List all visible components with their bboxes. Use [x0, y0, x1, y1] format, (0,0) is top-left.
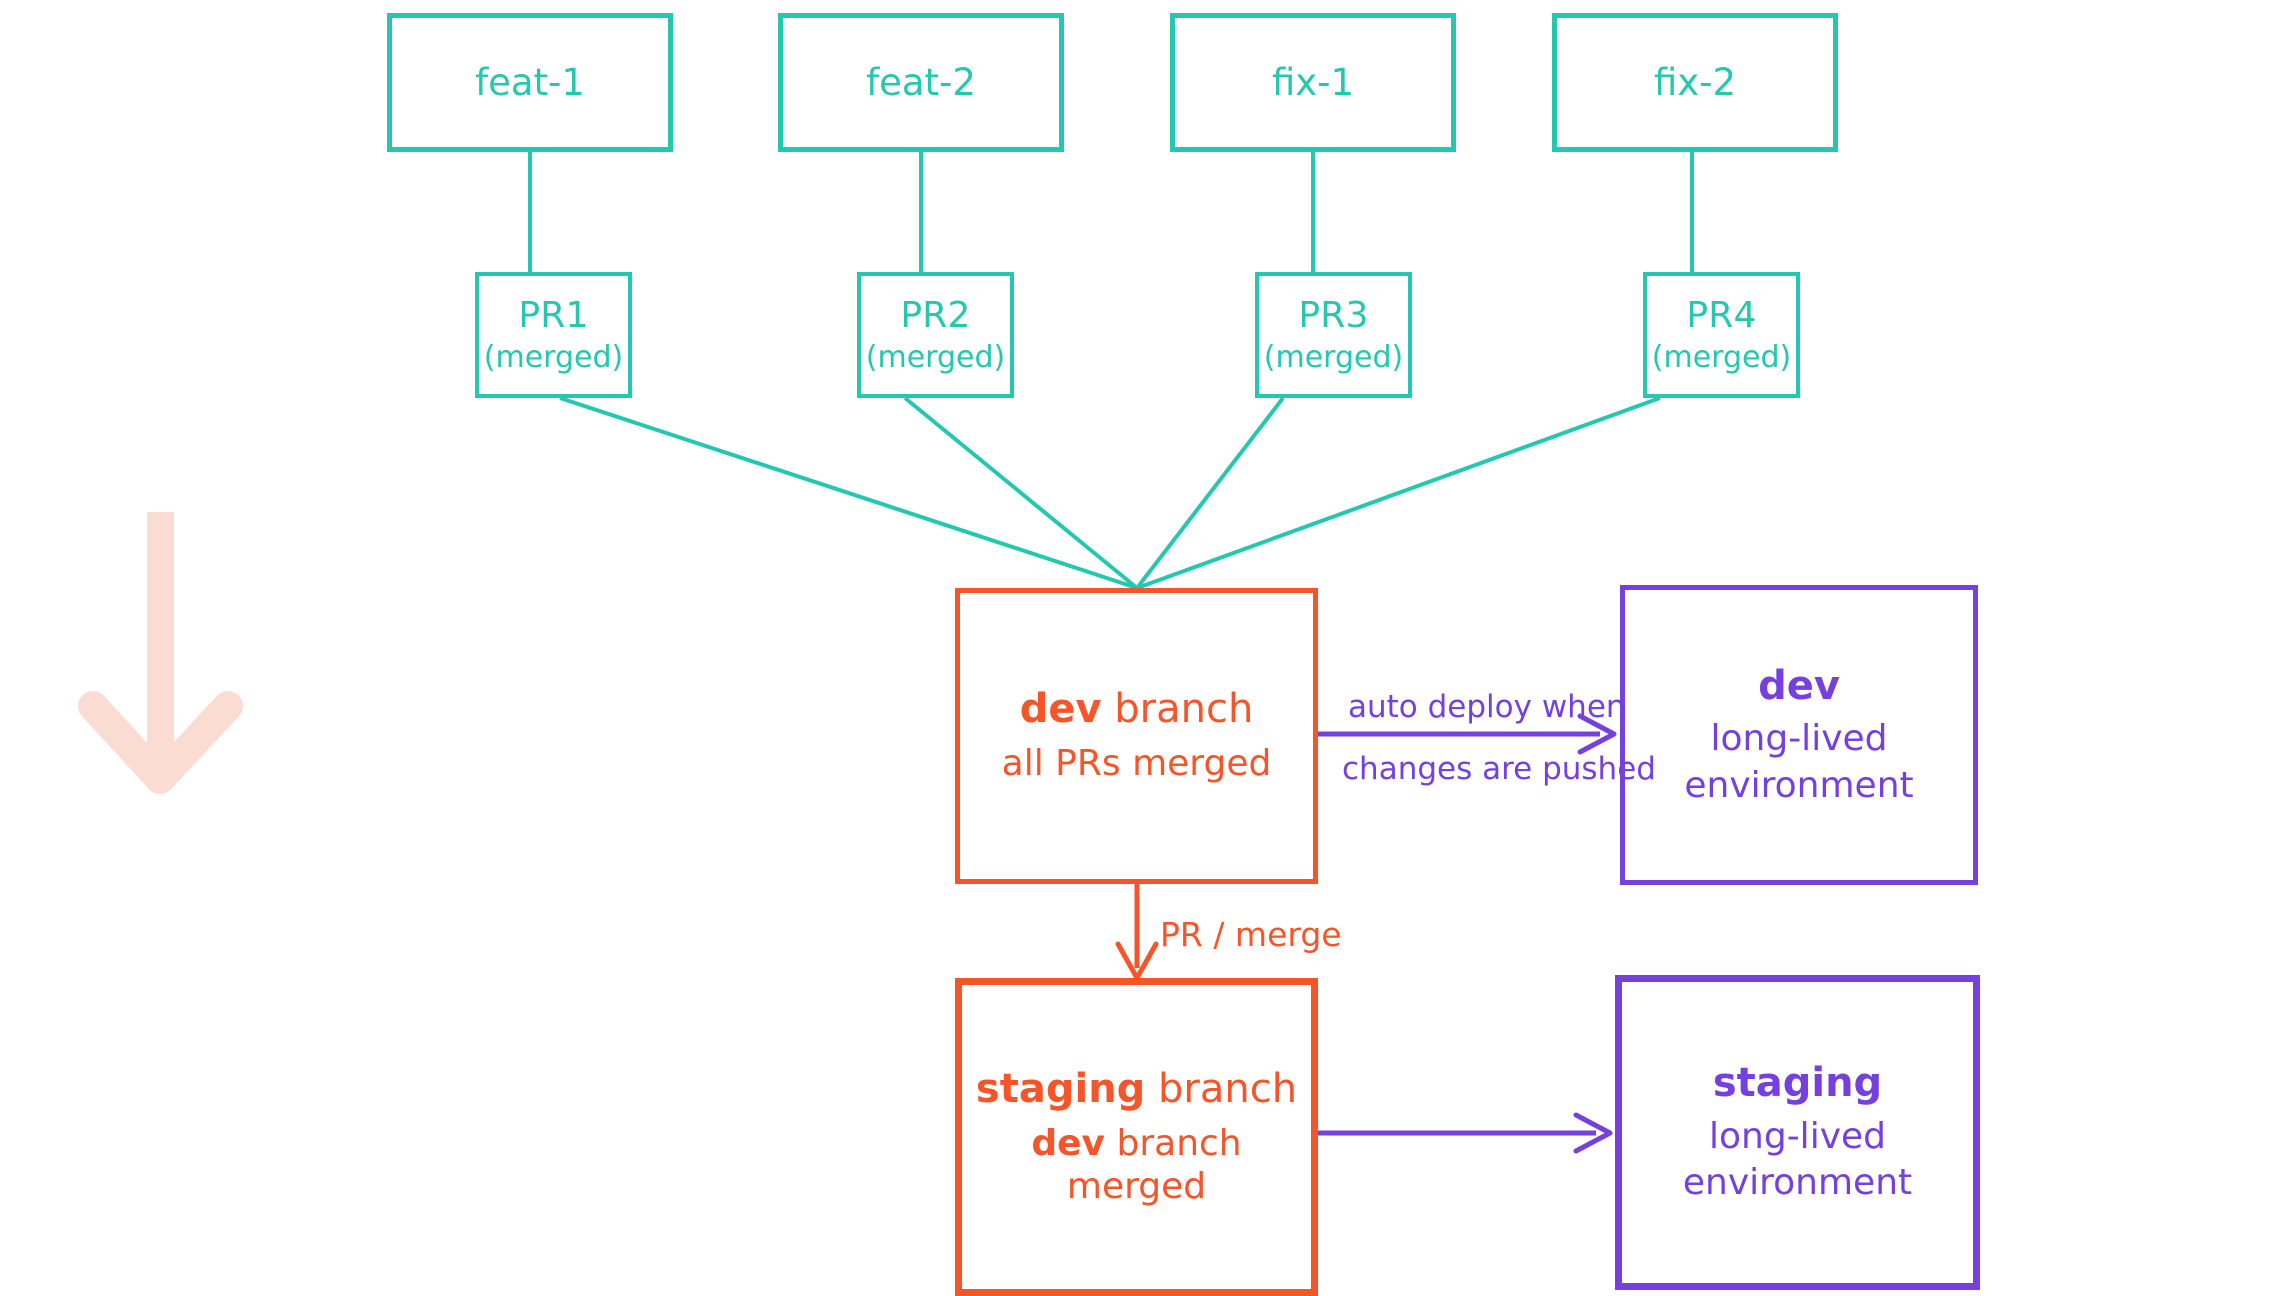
pr-box-pr3[interactable]: PR3 (merged)	[1255, 272, 1412, 398]
branch-label: feat-2	[866, 60, 976, 104]
staging-branch-box[interactable]: staging branch dev branch merged	[955, 978, 1318, 1296]
pr-title: PR3	[1298, 295, 1369, 337]
pr-title: PR2	[900, 295, 971, 337]
branch-to-pr-connectors	[528, 152, 1694, 272]
pr-title: PR4	[1686, 295, 1757, 337]
dev-branch-suffix: branch	[1101, 686, 1254, 733]
staging-environment-line3: environment	[1682, 1162, 1913, 1204]
dev-environment-line3: environment	[1684, 764, 1914, 806]
dev-branch-title: dev branch	[1020, 686, 1254, 733]
pr-box-pr2[interactable]: PR2 (merged)	[857, 272, 1014, 398]
staging-environment-name: staging	[1712, 1060, 1883, 1107]
branch-label: feat-1	[475, 60, 585, 104]
staging-branch-subtitle: dev branch merged	[962, 1123, 1311, 1208]
dev-branch-box[interactable]: dev branch all PRs merged	[955, 588, 1318, 884]
pr-box-pr4[interactable]: PR4 (merged)	[1643, 272, 1800, 398]
dev-environment-name: dev	[1758, 662, 1840, 709]
staging-branch-title: staging branch	[976, 1066, 1297, 1113]
branch-box-feat-1[interactable]: feat-1	[387, 13, 673, 152]
pr-box-pr1[interactable]: PR1 (merged)	[475, 272, 632, 398]
staging-environment-box[interactable]: staging long-lived environment	[1615, 975, 1980, 1290]
staging-branch-name: staging	[975, 1065, 1146, 1112]
staging-branch-subtitle-rest: branch merged	[1066, 1123, 1242, 1207]
pr-status: (merged)	[865, 339, 1006, 375]
pr-to-dev-connectors	[559, 396, 1661, 590]
dev-branch-subtitle: all PRs merged	[1001, 743, 1272, 785]
branch-box-feat-2[interactable]: feat-2	[778, 13, 1064, 152]
branch-label: fix-2	[1653, 60, 1737, 104]
dev-environment-box[interactable]: dev long-lived environment	[1620, 585, 1978, 885]
pr-status: (merged)	[483, 339, 624, 375]
branch-box-fix-1[interactable]: fix-1	[1170, 13, 1456, 152]
staging-to-staging-env-arrow	[1318, 1112, 1613, 1154]
auto-deploy-label-bottom: changes are pushed	[1342, 751, 1656, 787]
dev-to-staging-arrow	[1115, 884, 1159, 981]
pr-status: (merged)	[1263, 339, 1404, 375]
dev-environment-line2: long-lived	[1710, 718, 1888, 760]
staging-branch-subtitle-bold: dev	[1031, 1123, 1106, 1165]
pr-merge-label: PR / merge	[1160, 915, 1342, 954]
pr-title: PR1	[518, 295, 589, 337]
branch-box-fix-2[interactable]: fix-2	[1552, 13, 1838, 152]
staging-branch-suffix: branch	[1145, 1065, 1298, 1112]
staging-environment-line2: long-lived	[1709, 1115, 1886, 1157]
dev-branch-name: dev	[1019, 686, 1102, 733]
branch-label: fix-1	[1271, 60, 1355, 104]
auto-deploy-label-top: auto deploy when	[1348, 689, 1626, 725]
pr-status: (merged)	[1651, 339, 1792, 375]
pink-down-arrow	[78, 512, 243, 794]
